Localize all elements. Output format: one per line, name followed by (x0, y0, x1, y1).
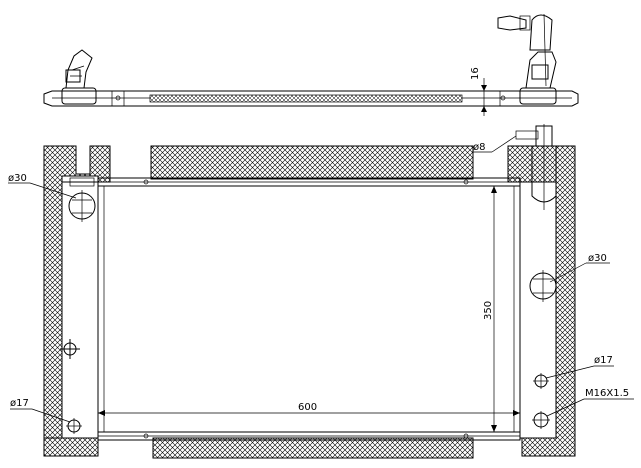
top-core-band (149, 94, 463, 103)
dimension-16-label: 16 (470, 67, 481, 80)
dimension-350: 350 (483, 186, 497, 432)
right-hole-d17 (533, 373, 549, 389)
bracket-top-center (150, 145, 474, 180)
callout-d17-left-label: ø17 (10, 398, 29, 409)
callout-d30-left: ø30 (8, 173, 77, 199)
left-tank (61, 181, 99, 439)
callout-d30-right-label: ø30 (588, 253, 607, 264)
top-view: 16 (43, 13, 579, 116)
front-view: 600 350 ø8 ø30 ø30 ø17 (8, 124, 634, 459)
right-filler-pipe (515, 124, 557, 210)
bracket-bottom-left (43, 437, 99, 457)
left-inlet-d30 (68, 177, 96, 222)
callout-d17-right: ø17 (545, 355, 614, 379)
callout-m16: M16X1.5 (546, 388, 634, 417)
callout-d30-right: ø30 (549, 253, 610, 283)
top-right-pipe (497, 13, 557, 89)
radiator-core (97, 185, 521, 433)
callout-m16-label: M16X1.5 (585, 388, 629, 399)
bracket-bottom-center (152, 437, 474, 459)
callout-d17-left: ø17 (10, 398, 71, 423)
left-mount-crosshair (60, 339, 80, 359)
right-tank (519, 181, 557, 439)
callout-d30-left-label: ø30 (8, 173, 27, 184)
top-left-pipe (65, 49, 93, 89)
callout-d17-right-label: ø17 (594, 355, 613, 366)
dimension-350-label: 350 (483, 301, 494, 320)
left-hole-d17 (66, 418, 82, 434)
right-drain-m16 (532, 411, 550, 429)
callout-d8: ø8 (472, 135, 517, 153)
dimension-600-label: 600 (298, 402, 317, 413)
callout-d8-label: ø8 (473, 142, 485, 153)
dimension-16: 16 (470, 67, 487, 116)
dimension-600: 600 (98, 402, 520, 416)
right-outlet-d30 (529, 270, 557, 302)
